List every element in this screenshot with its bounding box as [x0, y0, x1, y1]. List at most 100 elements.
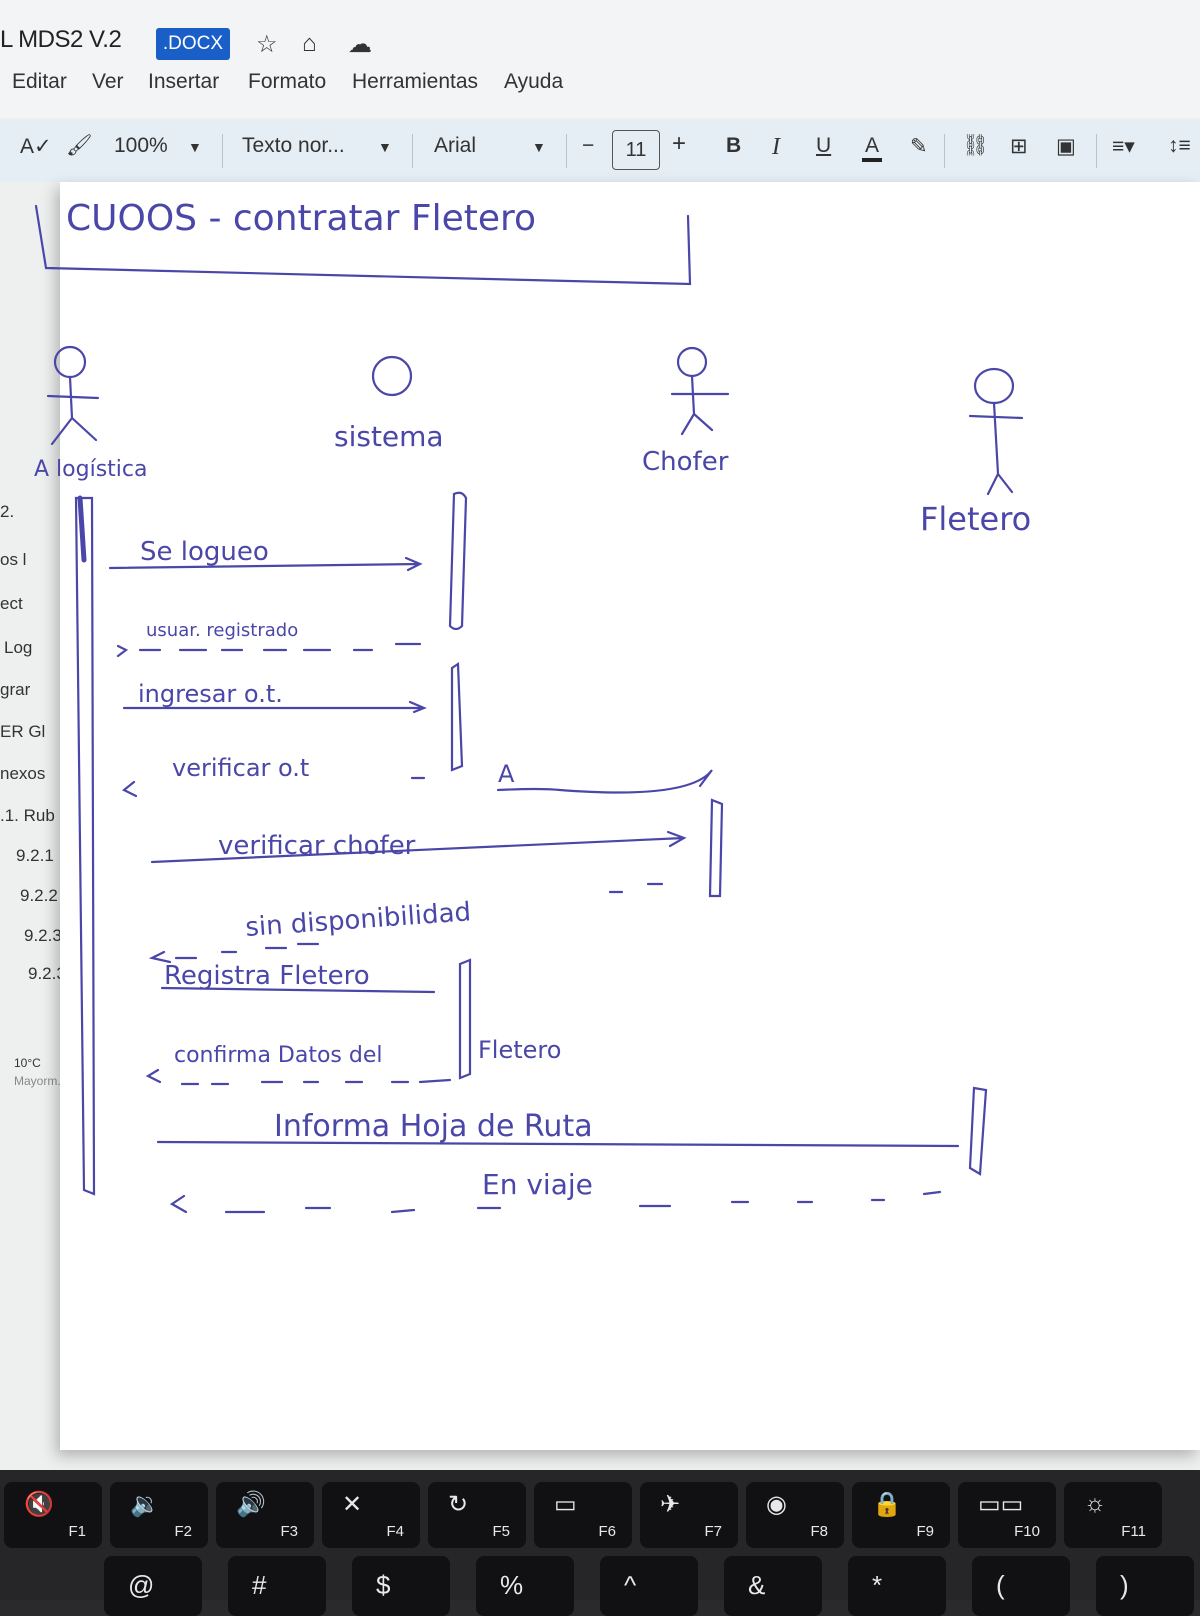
increase-font-size-button[interactable]: + — [672, 130, 687, 157]
paragraph-style-select[interactable]: Texto nor... — [242, 134, 345, 157]
f2-key[interactable]: 🔉F2 — [110, 1482, 208, 1548]
f5-key[interactable]: ↻F5 — [428, 1482, 526, 1548]
message-label: Fletero — [478, 1036, 561, 1064]
camera-off-icon: ◉ — [766, 1491, 787, 1518]
cloud-status-icon[interactable]: ☁ — [348, 31, 372, 58]
f7-key[interactable]: ✈F7 — [640, 1482, 738, 1548]
display-switch-icon: ▭▭ — [978, 1491, 1024, 1518]
highlight-pen-icon[interactable]: ✎ — [910, 135, 928, 158]
toolbar-divider — [944, 134, 945, 168]
message-label: verificar o.t — [172, 754, 309, 782]
f1-key[interactable]: 🔇F1 — [4, 1482, 102, 1548]
bold-button[interactable]: B — [726, 134, 742, 157]
outline-item[interactable]: 9.2.2 — [20, 886, 58, 905]
menu-editar[interactable]: Editar — [12, 70, 67, 93]
screen: L MDS2 V.2 .DOCX ☆ ⌂ ☁ Editar Ver Insert… — [0, 0, 1200, 1470]
align-icon[interactable]: ≡▾ — [1112, 135, 1135, 158]
actor-fletero-label: Fletero — [920, 500, 1031, 538]
diagram-title: CUOOS - contratar Fletero — [66, 198, 536, 239]
font-size-input[interactable]: 11 — [612, 130, 660, 170]
f9-key[interactable]: 🔒F9 — [852, 1482, 950, 1548]
message-label: confirma Datos del — [174, 1043, 383, 1068]
sequence-diagram-sketch: CUOOS - contratar Fletero A logística si… — [34, 198, 1031, 1214]
underline-button[interactable]: U — [816, 134, 832, 157]
outline-item[interactable]: grar — [0, 680, 31, 699]
ampersand-key[interactable]: & — [724, 1556, 822, 1616]
dollar-key[interactable]: $ — [352, 1556, 450, 1616]
style-dropdown-icon[interactable]: ▼ — [378, 139, 392, 155]
f8-key[interactable]: ◉F8 — [746, 1482, 844, 1548]
percent-key[interactable]: % — [476, 1556, 574, 1616]
zoom-dropdown-icon[interactable]: ▼ — [188, 139, 202, 155]
font-dropdown-icon[interactable]: ▼ — [532, 139, 546, 155]
outline-item[interactable]: 9.2.1 — [16, 846, 54, 865]
font-select[interactable]: Arial — [434, 134, 477, 157]
airplane-mode-icon: ✈ — [660, 1491, 681, 1518]
outline-item[interactable]: nexos — [0, 764, 46, 783]
at-key[interactable]: @ — [104, 1556, 202, 1616]
menu-herramientas[interactable]: Herramientas — [352, 70, 479, 93]
message-label: En viaje — [482, 1168, 593, 1201]
message-label: Se logueo — [140, 537, 269, 567]
toolbar-divider — [1096, 134, 1097, 168]
outline-item[interactable]: ER Gl — [0, 722, 46, 741]
volume-up-icon: 🔊 — [236, 1491, 266, 1518]
document-title[interactable]: L MDS2 V.2 — [0, 26, 122, 53]
link-icon[interactable]: ⛓ — [962, 134, 989, 157]
move-to-folder-icon[interactable]: ⌂ — [302, 30, 317, 57]
outline-item[interactable]: Log — [4, 638, 33, 657]
touchpad-off-icon: ▭ — [554, 1491, 577, 1518]
insert-image-icon[interactable]: ▣ — [1056, 135, 1076, 158]
f4-key[interactable]: ✕F4 — [322, 1482, 420, 1548]
laptop-keyboard: 🔇F1 🔉F2 🔊F3 ✕F4 ↻F5 ▭F6 ✈F7 ◉F8 🔒F9 ▭▭F1… — [0, 1470, 1200, 1616]
paint-format-icon[interactable]: 🖌 — [66, 134, 93, 157]
toolbar-divider — [222, 134, 223, 168]
f3-key[interactable]: 🔊F3 — [216, 1482, 314, 1548]
message-label: ingresar o.t. — [138, 680, 283, 708]
message-label: Informa Hoja de Ruta — [274, 1109, 593, 1144]
outline-item[interactable]: os l — [0, 550, 27, 569]
outline-item[interactable]: 9.2.3 — [24, 926, 62, 945]
menu-ayuda[interactable]: Ayuda — [504, 70, 564, 93]
menu-insertar[interactable]: Insertar — [148, 70, 220, 93]
line-spacing-icon[interactable]: ↕≡ — [1168, 134, 1191, 157]
f6-key[interactable]: ▭F6 — [534, 1482, 632, 1548]
mute-icon: 🔇 — [24, 1491, 54, 1518]
decrease-font-size-button[interactable]: − — [582, 134, 595, 157]
spellcheck-icon[interactable]: A✓ — [20, 135, 52, 158]
volume-down-icon: 🔉 — [130, 1491, 160, 1518]
refresh-icon: ↻ — [448, 1491, 469, 1518]
actor-chofer-label: Chofer — [642, 447, 729, 477]
title-bar: L MDS2 V.2 .DOCX ☆ ⌂ ☁ Editar Ver Insert… — [0, 0, 1200, 118]
f10-key[interactable]: ▭▭F10 — [958, 1482, 1056, 1548]
menu-ver[interactable]: Ver — [92, 70, 124, 93]
zoom-select[interactable]: 100% — [114, 134, 168, 157]
weather-description: Mayorm. n — [14, 1074, 71, 1088]
weather-temperature: 10°C — [14, 1056, 41, 1070]
asterisk-key[interactable]: * — [848, 1556, 946, 1616]
outline-item[interactable]: 9.2.3 — [28, 964, 66, 983]
close-paren-key[interactable]: ) — [1096, 1556, 1194, 1616]
f11-key[interactable]: ☼F11 — [1064, 1482, 1162, 1548]
menu-formato[interactable]: Formato — [248, 70, 327, 93]
lock-icon: 🔒 — [872, 1491, 902, 1518]
caret-key[interactable]: ^ — [600, 1556, 698, 1616]
actor-logistica-label: A logística — [34, 457, 147, 482]
hash-key[interactable]: # — [228, 1556, 326, 1616]
mic-mute-icon: ✕ — [342, 1491, 363, 1518]
actor-sistema-label: sistema — [334, 420, 444, 453]
italic-button[interactable]: I — [772, 134, 780, 160]
message-label: A — [498, 760, 515, 788]
star-icon[interactable]: ☆ — [256, 31, 278, 58]
message-label: sin disponibilidad — [244, 897, 472, 943]
outline-item[interactable]: 2. — [0, 502, 15, 521]
docx-format-badge: .DOCX — [156, 28, 230, 60]
message-label: verificar chofer — [218, 831, 416, 861]
message-label: usuar. registrado — [146, 620, 298, 641]
outline-item[interactable]: .1. Rub — [0, 806, 55, 825]
open-paren-key[interactable]: ( — [972, 1556, 1070, 1616]
text-color-button[interactable]: A — [862, 134, 883, 162]
add-comment-icon[interactable]: ⊞ — [1010, 135, 1028, 158]
outline-item[interactable]: ect — [0, 594, 23, 613]
formatting-toolbar: A✓ 🖌 100% ▼ Texto nor... ▼ Arial ▼ − 11 … — [0, 120, 1200, 182]
